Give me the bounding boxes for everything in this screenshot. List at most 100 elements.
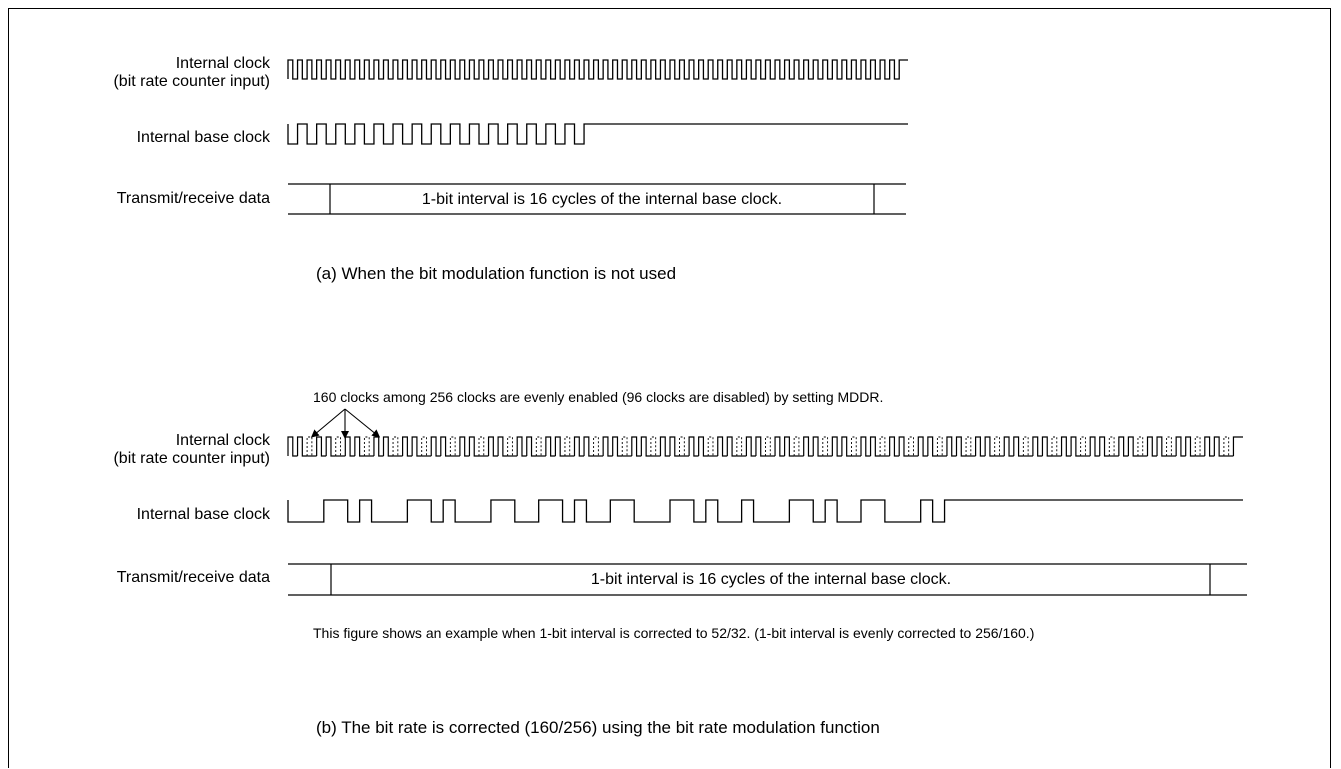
base-clock-waveform-b	[287, 499, 1243, 523]
enabled-clock-pulse	[344, 436, 355, 457]
enabled-clock-pulse	[745, 436, 756, 457]
annotation-arrow	[310, 408, 346, 438]
label-data-a: Transmit/receive data	[116, 190, 270, 207]
enabled-clock-pulse	[1127, 436, 1138, 457]
enabled-clock-pulse	[545, 436, 556, 457]
annotation-mddr: 160 clocks among 256 clocks are evenly e…	[313, 389, 884, 405]
enabled-clock-pulse	[459, 436, 470, 457]
internal-clock-waveform-a	[287, 59, 908, 80]
enabled-clock-pulse	[698, 436, 709, 457]
label-base-clock-b: Internal base clock	[136, 506, 270, 523]
disabled-clock-pulse	[421, 436, 427, 456]
enabled-clock-pulse	[325, 436, 336, 457]
enabled-clock-pulse	[497, 436, 508, 457]
label-data-b: Transmit/receive data	[116, 569, 270, 586]
data-text-b: 1-bit interval is 16 cycles of the inter…	[590, 571, 952, 588]
enabled-clock-pulse	[1175, 436, 1186, 457]
disabled-clock-pulse	[507, 436, 513, 456]
disabled-clock-pulse	[335, 436, 341, 456]
enabled-clock-pulse	[726, 436, 737, 457]
base-clock-trace	[287, 499, 1243, 523]
enabled-clock-pulse	[860, 436, 871, 457]
disabled-clock-pulse	[1080, 436, 1086, 456]
enabled-clock-pulse	[1041, 436, 1052, 457]
enabled-clock-pulse	[382, 436, 394, 457]
label-internal-clock-line1: Internal clock	[175, 55, 270, 72]
disabled-clock-pulse	[707, 436, 714, 456]
enabled-clock-pulse	[717, 436, 728, 457]
label-base-clock-a: Internal base clock	[136, 129, 270, 146]
disabled-clock-pulse	[363, 436, 370, 456]
enabled-clock-pulse	[659, 436, 670, 457]
label-internal-clock-b: Internal clock (bit rate counter input)	[40, 432, 270, 468]
disabled-clock-pulse	[1194, 436, 1201, 456]
disabled-clock-pulse	[936, 436, 943, 456]
enabled-clock-pulse	[1070, 436, 1081, 457]
enabled-clock-pulse	[354, 436, 365, 457]
enabled-clock-pulse	[631, 436, 642, 457]
disabled-clock-pulse	[965, 436, 972, 456]
disabled-clock-pulse	[908, 436, 914, 456]
enabled-clock-pulse	[573, 436, 585, 457]
disabled-clock-pulse	[1108, 436, 1115, 456]
disabled-clock-pulse	[478, 436, 485, 456]
enabled-clock-pulse	[927, 436, 938, 457]
enabled-clock-pulse	[1032, 436, 1043, 457]
enabled-clock-pulse	[583, 436, 594, 457]
label-internal-clock-a: Internal clock (bit rate counter input)	[40, 55, 270, 91]
disabled-clock-pulse	[736, 436, 743, 456]
disabled-clock-pulse	[851, 436, 857, 456]
enabled-clock-pulse	[430, 436, 441, 457]
enabled-clock-pulse	[1003, 436, 1014, 457]
data-waveform-b	[288, 563, 1247, 596]
disabled-clock-pulse	[879, 436, 886, 456]
enabled-clock-pulse	[411, 436, 422, 457]
enabled-clock-pulse	[440, 436, 451, 457]
enabled-clock-pulse	[831, 436, 842, 457]
figure-frame	[8, 8, 1331, 768]
disabled-clock-pulse	[1051, 436, 1058, 456]
enabled-clock-pulse	[984, 436, 995, 457]
enabled-clock-pulse	[1156, 436, 1167, 457]
disabled-clock-pulse	[593, 436, 599, 456]
enabled-clock-pulse	[841, 436, 852, 457]
label-internal-clock-line2: (bit rate counter input)	[113, 73, 270, 90]
enabled-clock-pulse	[602, 436, 613, 457]
disabled-clock-pulse	[822, 436, 829, 456]
disabled-clock-pulse	[564, 436, 571, 456]
disabled-clock-pulse	[1166, 436, 1172, 456]
enabled-clock-pulse	[1089, 436, 1100, 457]
disabled-clock-pulse	[306, 436, 313, 456]
enabled-clock-pulse	[869, 436, 881, 457]
enabled-clock-pulse	[316, 436, 327, 457]
disabled-clock-pulse	[449, 436, 456, 456]
enabled-clock-pulse	[755, 436, 766, 457]
disabled-clock-pulse	[765, 436, 771, 456]
base-clock-trace	[287, 123, 908, 145]
internal-clock-trace	[287, 59, 908, 80]
enabled-clock-pulse	[1118, 436, 1129, 457]
label-internal-clock-line1: Internal clock	[175, 432, 270, 449]
disabled-clock-pulse	[392, 436, 399, 456]
base-clock-waveform-a	[287, 123, 908, 145]
enabled-clock-pulse	[296, 436, 308, 457]
enabled-clock-pulse	[373, 436, 384, 457]
data-text-a: 1-bit interval is 16 cycles of the inter…	[421, 191, 783, 208]
internal-clock-waveform-b	[287, 436, 1243, 457]
disabled-clock-pulse	[679, 436, 685, 456]
enabled-clock-pulse	[917, 436, 928, 457]
enabled-clock-pulse	[975, 436, 986, 457]
enabled-clock-pulse	[812, 436, 823, 457]
enabled-clock-pulse	[1060, 436, 1072, 457]
disabled-clock-pulse	[650, 436, 657, 456]
enabled-clock-pulse	[1185, 436, 1196, 457]
caption-b: (b) The bit rate is corrected (160/256) …	[316, 718, 880, 737]
enabled-clock-pulse	[1146, 436, 1158, 457]
annotation-arrow	[344, 408, 381, 438]
enabled-clock-pulse	[287, 436, 298, 457]
caption-a: (a) When the bit modulation function is …	[316, 264, 677, 283]
enabled-clock-pulse	[784, 436, 795, 457]
enabled-clock-pulse	[1204, 436, 1215, 457]
enabled-clock-pulse	[688, 436, 699, 457]
